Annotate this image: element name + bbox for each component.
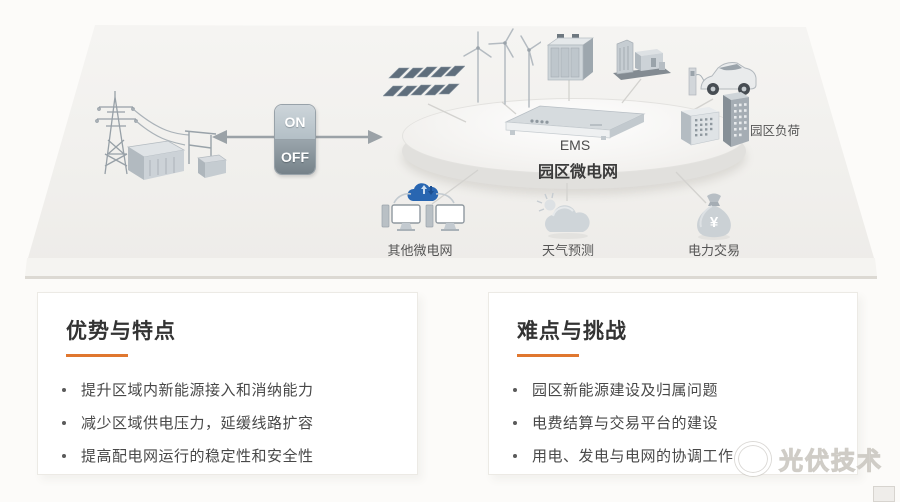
bullet-text: 电费结算与交易平台的建设 xyxy=(532,415,719,432)
other-microgrid-label: 其他微电网 xyxy=(387,243,453,258)
challenges-bullet-list: 园区新能源建设及归属问题 电费结算与交易平台的建设 用电、发电与电网的协调工作 xyxy=(507,373,857,472)
list-item: 提升区域内新能源接入和消纳能力 xyxy=(56,373,417,406)
money-bag-icon: ¥ xyxy=(697,193,731,240)
challenges-card: 难点与挑战 园区新能源建设及归属问题 电费结算与交易平台的建设 用电、发电与电网… xyxy=(488,292,858,475)
list-item: 园区新能源建设及归属问题 xyxy=(507,373,857,406)
watermark-logo-icon xyxy=(735,441,771,476)
bullet-text: 提高配电网运行的稳定性和安全性 xyxy=(81,448,314,465)
bullet-text: 用电、发电与电网的协调工作 xyxy=(532,448,734,465)
generator-plant-icon xyxy=(613,39,671,80)
solar-array-icon xyxy=(383,65,465,97)
challenges-title-underline xyxy=(517,354,579,357)
bullet-dot xyxy=(62,453,66,458)
campus-load-label: 园区负荷 xyxy=(750,124,801,138)
weather-cloud-icon xyxy=(536,192,590,239)
microgrid-label: 园区微电网 xyxy=(537,164,618,181)
svg-text:¥: ¥ xyxy=(710,214,719,231)
ems-label: EMS xyxy=(559,137,591,153)
list-item: 用电、发电与电网的协调工作 xyxy=(507,439,857,472)
advantages-card: 优势与特点 提升区域内新能源接入和消纳能力 减少区域供电压力，延缓线路扩容 提高… xyxy=(37,292,418,475)
list-item: 减少区域供电压力，延缓线路扩容 xyxy=(56,406,417,439)
challenges-title: 难点与挑战 xyxy=(517,320,627,343)
bullet-text: 提升区域内新能源接入和消纳能力 xyxy=(81,382,314,399)
switch-on-label: ON xyxy=(275,105,315,140)
watermark: 光伏技术 xyxy=(735,441,883,476)
bullet-dot xyxy=(513,453,517,458)
transformer-box xyxy=(197,154,227,178)
advantages-title-underline xyxy=(66,354,128,357)
bullet-dot xyxy=(62,387,66,392)
transmission-tower-icon xyxy=(95,91,227,180)
advantages-title: 优势与特点 xyxy=(66,320,176,343)
bullet-text: 减少区域供电压力，延缓线路扩容 xyxy=(81,415,314,432)
platform-front-face xyxy=(0,0,900,290)
list-item: 提高配电网运行的稳定性和安全性 xyxy=(56,439,417,472)
weather-forecast-label: 天气预测 xyxy=(541,243,594,258)
list-item: 电费结算与交易平台的建设 xyxy=(507,406,857,439)
substation-box xyxy=(126,140,186,180)
bullet-dot xyxy=(513,420,517,425)
cloud-sync-icon xyxy=(393,183,455,204)
wind-turbines-icon xyxy=(463,28,541,108)
ems-server-icon xyxy=(504,105,646,140)
monitor-right xyxy=(425,204,465,231)
electric-car-icon xyxy=(688,62,757,96)
battery-storage-icon xyxy=(546,34,595,81)
bullet-dot xyxy=(513,387,517,392)
grid-switch-toggle[interactable]: ON OFF xyxy=(274,104,316,175)
power-trading-label: 电力交易 xyxy=(687,243,740,258)
monitors-cloud-icon xyxy=(381,183,465,231)
advantages-bullet-list: 提升区域内新能源接入和消纳能力 减少区域供电压力，延缓线路扩容 提高配电网运行的… xyxy=(56,373,417,472)
switch-off-label: OFF xyxy=(275,139,315,174)
campus-buildings-icon xyxy=(681,92,749,147)
bullet-text: 园区新能源建设及归属问题 xyxy=(532,382,719,399)
bullet-dot xyxy=(62,420,66,425)
watermark-text: 光伏技术 xyxy=(779,448,883,476)
monitor-left xyxy=(381,204,421,231)
platform-front-edge xyxy=(25,276,877,279)
